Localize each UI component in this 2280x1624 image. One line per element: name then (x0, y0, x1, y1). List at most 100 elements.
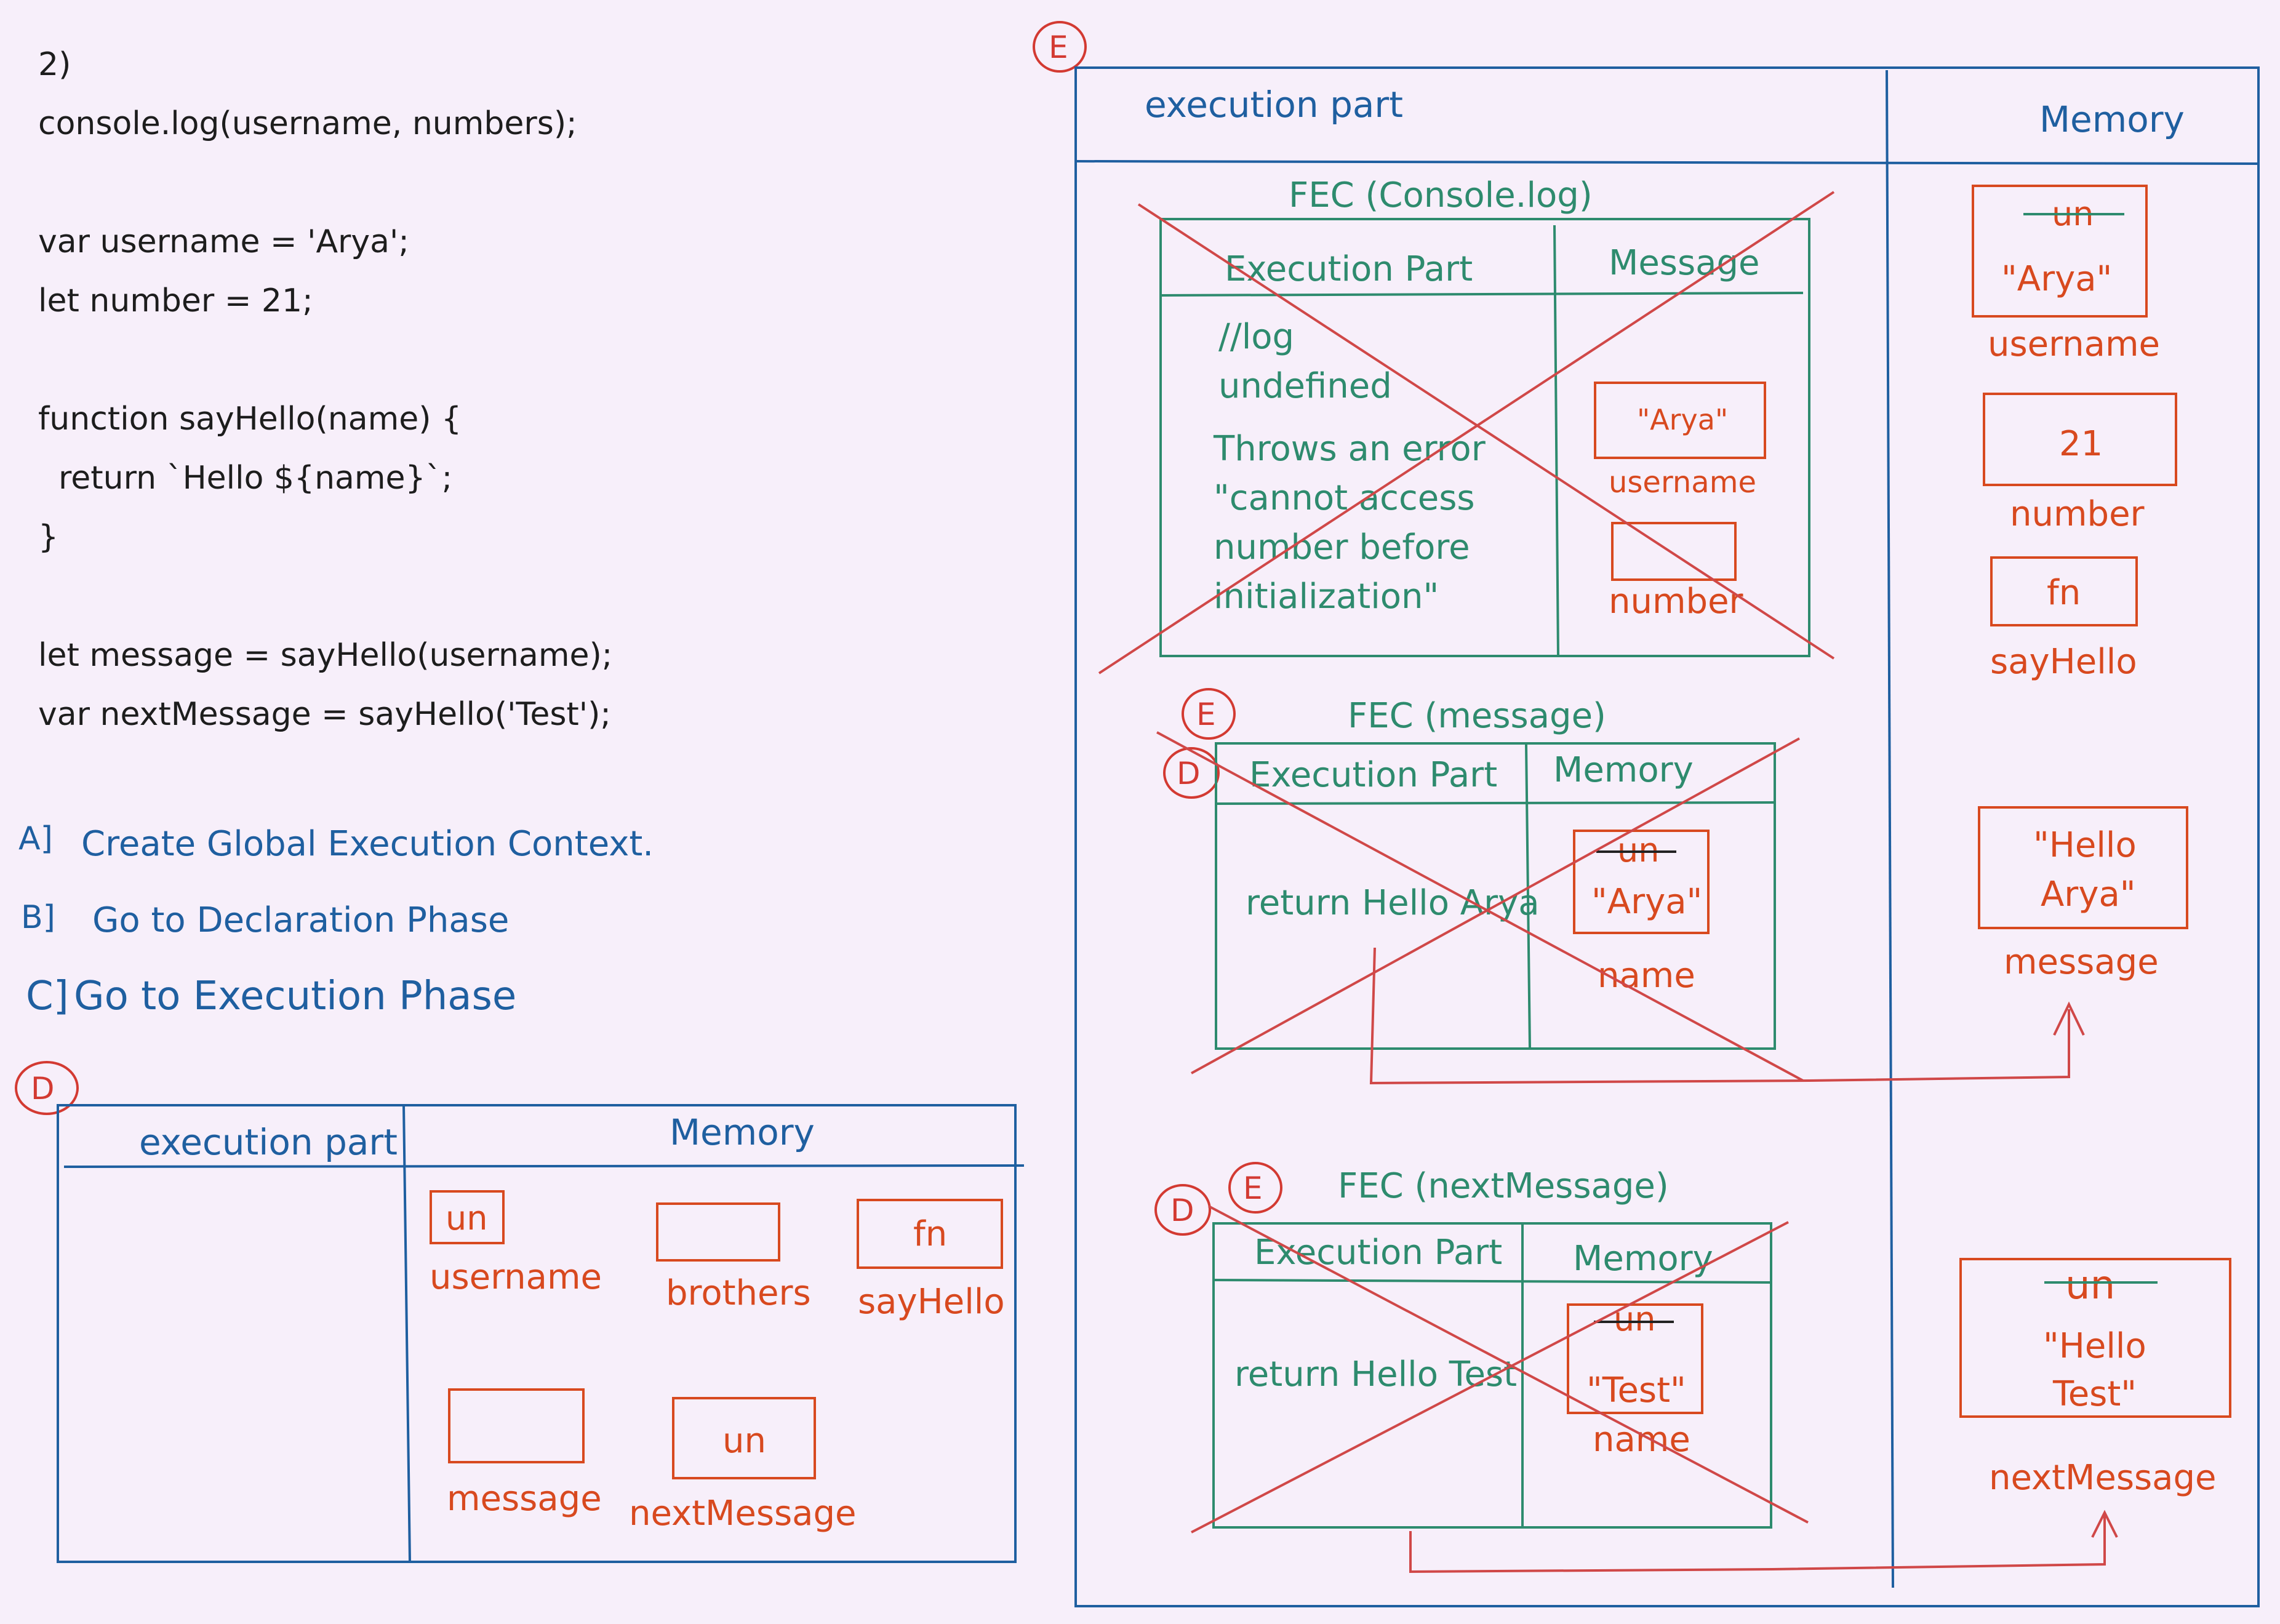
fec-next-body: return Hello Test (1234, 1354, 1517, 1394)
fec-message-cross-2 (1191, 737, 1800, 1074)
fec-console-title: FEC (Console.log) (1289, 175, 1593, 215)
fec-console-username-box (1594, 382, 1766, 459)
fec-next-marker-e: E (1243, 1170, 1263, 1206)
fec-message-return-arrowhead (2053, 1001, 2085, 1036)
var-sayhello-value: fn (913, 1214, 947, 1254)
steps-list: A] Create Global Execution Context. B] G… (18, 820, 654, 1019)
mem-nextmessage-value-1: "Hello (2043, 1326, 2146, 1366)
code-line-10: let message = sayHello(username); (38, 637, 612, 674)
fec-console-col2: Message (1609, 243, 1759, 283)
fec-console-username-value: "Arya" (1637, 403, 1728, 436)
fec-message-old-value: un (1617, 831, 1659, 870)
fec-message-col1: Execution Part (1249, 755, 1497, 795)
mem-message-value-1: "Hello (2033, 825, 2137, 865)
var-message-box (448, 1388, 585, 1463)
code-line-6: function sayHello(name) { (38, 401, 462, 438)
code-line-7: return `Hello ${name}`; (38, 460, 452, 497)
fec-console-line-2: undefined (1218, 366, 1392, 406)
code-line-4: let number = 21; (38, 282, 313, 319)
mem-sayhello-value: fn (2047, 573, 2081, 613)
mem-message-value-2: Arya" (2041, 874, 2136, 914)
mem-nextmessage-value-2: Test" (2052, 1374, 2137, 1414)
step-b-marker: B] (21, 899, 55, 936)
mem-nextmessage-name: nextMessage (1989, 1458, 2217, 1498)
declaration-memory-header: Memory (670, 1111, 815, 1153)
execution-phase-panel: E execution part Memory FEC (Console.log… (1033, 21, 2260, 1607)
mem-username-value: "Arya" (2001, 259, 2112, 299)
execution-part-header: execution part (1145, 84, 1403, 126)
step-c-marker: C] (26, 974, 69, 1019)
declaration-execution-header: execution part (139, 1121, 398, 1163)
var-sayhello-name: sayHello (858, 1282, 1005, 1322)
fec-message-box (1215, 742, 1776, 1050)
fec-message-column-divider (1525, 744, 1531, 1049)
code-snippet: 2) console.log(username, numbers); var u… (38, 46, 612, 733)
var-nextmessage-value: un (722, 1421, 766, 1461)
fec-console-line-5: number before (1214, 527, 1470, 567)
code-line-3: var username = 'Arya'; (38, 223, 409, 260)
fec-console-col1: Execution Part (1225, 249, 1473, 289)
var-nextmessage-box (672, 1397, 816, 1479)
fec-message-marker-d-circle (1163, 747, 1220, 799)
fec-message-body: return Hello Arya (1246, 883, 1540, 923)
fec-console-header-divider (1160, 292, 1804, 297)
execution-panel-border (1074, 66, 2260, 1607)
mem-sayhello-box (1990, 556, 2138, 626)
var-nextmessage-name: nextMessage (629, 1494, 857, 1534)
code-line-1: console.log(username, numbers); (38, 105, 577, 142)
fec-console-line-6: initialization" (1214, 577, 1439, 617)
marker-e: E (1049, 30, 1068, 65)
fec-console-log: FEC (Console.log) Execution Part Message… (1098, 175, 1835, 674)
execution-column-divider (1886, 70, 1894, 1588)
var-brothers-box (656, 1202, 780, 1262)
fec-next-cross-1 (1208, 1205, 1809, 1524)
fec-console-column-divider (1553, 225, 1559, 657)
fec-next-old-value: un (1614, 1300, 1655, 1338)
mem-username-box (1972, 185, 2148, 318)
fec-console-cross-2 (1098, 191, 1835, 674)
fec-next-header-divider (1213, 1279, 1772, 1284)
fec-next-box (1212, 1222, 1772, 1529)
fec-console-username-name: username (1609, 465, 1756, 500)
fec-next-return-arrow (1409, 1514, 2106, 1574)
fec-next-title: FEC (nextMessage) (1338, 1166, 1669, 1206)
code-line-8: } (38, 519, 58, 556)
marker-d: D (31, 1071, 55, 1106)
mem-message-name: message (2004, 942, 2159, 982)
fec-console-line-1: //log (1218, 317, 1294, 357)
declaration-column-divider (402, 1105, 411, 1562)
fec-message-return-arrow (1369, 947, 2070, 1085)
fec-console-box (1159, 218, 1810, 657)
fec-next-marker-d: D (1170, 1193, 1194, 1228)
mem-username-name: username (1988, 324, 2160, 364)
declaration-header-divider (63, 1164, 1025, 1168)
mem-message-box (1978, 806, 2188, 929)
fec-next-return-arrowhead (2091, 1510, 2118, 1538)
fec-console-number-box (1611, 522, 1737, 581)
fec-message-mem-value: "Arya" (1591, 882, 1702, 922)
declaration-panel-border (57, 1104, 1017, 1563)
fec-message-mem-name: name (1598, 956, 1695, 996)
var-username-box (430, 1190, 505, 1244)
fec-next-name-box (1567, 1303, 1703, 1414)
var-sayhello-box (857, 1199, 1003, 1269)
fec-next-col1: Execution Part (1254, 1233, 1502, 1273)
fec-message-name-box (1573, 830, 1710, 934)
var-username-value: un (446, 1199, 487, 1238)
mem-number-name: number (2010, 494, 2145, 534)
mem-sayhello-name: sayHello (1990, 642, 2137, 682)
step-c-text: Go to Execution Phase (74, 974, 516, 1019)
code-label: 2) (38, 46, 71, 83)
mem-nextmessage-box (1959, 1258, 2231, 1418)
fec-message-col2: Memory (1553, 750, 1694, 790)
fec-message-title: FEC (message) (1348, 696, 1606, 736)
var-username-name: username (430, 1257, 602, 1297)
step-a-text: Create Global Execution Context. (81, 824, 654, 864)
fec-next-message: E D FEC (nextMessage) Execution Part Mem… (1154, 1162, 2118, 1574)
marker-e-circle (1033, 21, 1087, 73)
fec-console-cross-1 (1137, 203, 1835, 660)
code-line-11: var nextMessage = sayHello('Test'); (38, 696, 611, 733)
fec-next-marker-e-circle (1228, 1162, 1282, 1214)
fec-next-cross-2 (1191, 1221, 1789, 1534)
